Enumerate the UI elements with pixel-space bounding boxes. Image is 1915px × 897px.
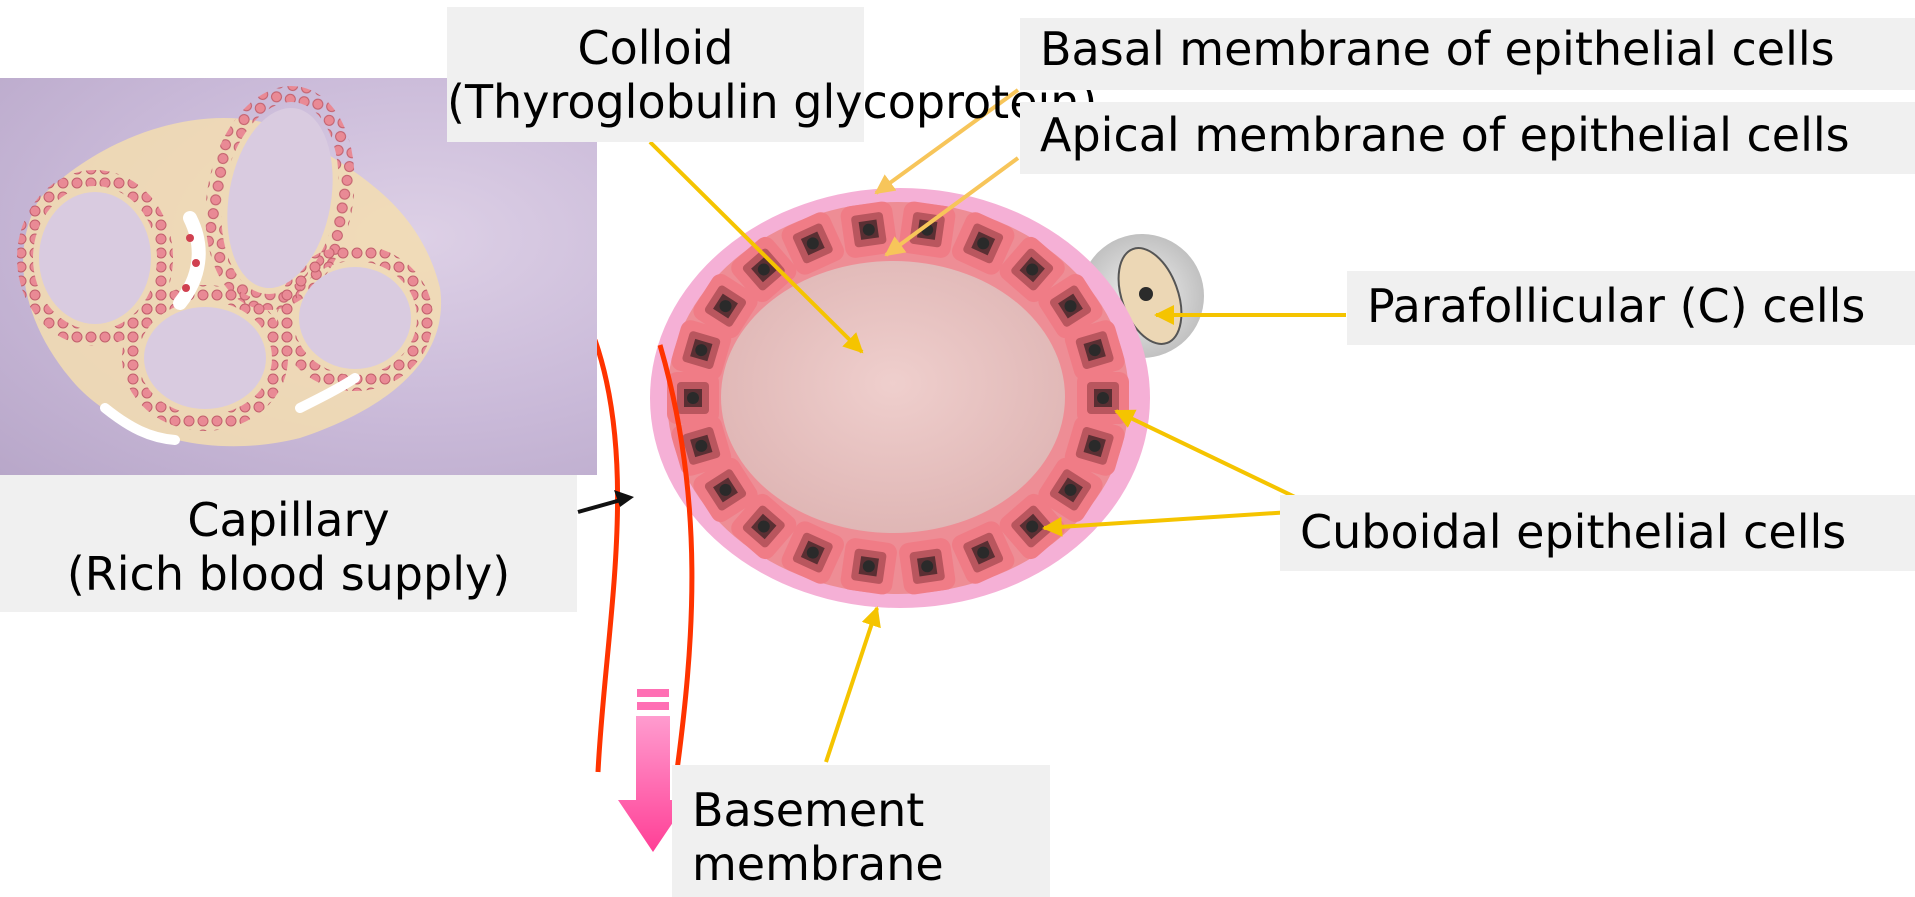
colloid-label-line2: (Thyroglobulin glycoprotein) [447, 75, 864, 129]
basal-membrane-label: Basal membrane of epithelial cells [1020, 18, 1915, 90]
cuboidal-label: Cuboidal epithelial cells [1280, 495, 1915, 571]
basement-membrane-label: Basement membrane [672, 765, 1050, 897]
apical-membrane-label: Apical membrane of epithelial cells [1020, 102, 1915, 174]
basement-label-line1: Basement [692, 783, 1050, 837]
thyroid-follicle [650, 188, 1150, 608]
basal-membrane-text: Basal membrane of epithelial cells [1040, 22, 1915, 76]
capillary-wall-left [595, 340, 618, 772]
capillary-label-line1: Capillary [0, 493, 577, 547]
capillary-label-line2: (Rich blood supply) [0, 547, 577, 601]
apical-membrane-text: Apical membrane of epithelial cells [1040, 108, 1915, 162]
cuboidal-cell [898, 537, 957, 596]
cuboidal-text: Cuboidal epithelial cells [1300, 505, 1915, 559]
basement-label-line2: membrane [692, 837, 1050, 891]
colloid-label: Colloid (Thyroglobulin glycoprotein) [447, 7, 864, 142]
colloid-lumen [721, 261, 1065, 533]
capillary-label: Capillary (Rich blood supply) [0, 475, 577, 612]
parafollicular-text: Parafollicular (C) cells [1367, 279, 1915, 333]
colloid-label-line1: Colloid [447, 21, 864, 75]
cuboidal-cell [839, 537, 898, 596]
parafollicular-label: Parafollicular (C) cells [1347, 271, 1915, 345]
